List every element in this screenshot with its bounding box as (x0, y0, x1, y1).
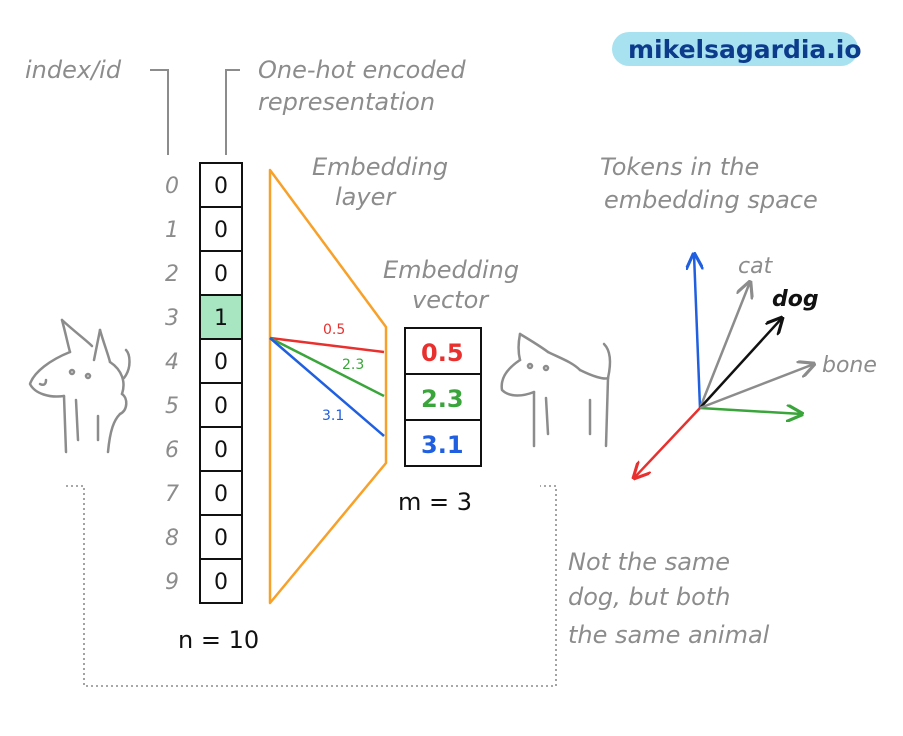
one-hot-value: 0 (214, 570, 228, 595)
embedding-vector: 0.5 2.3 3.1 (404, 327, 482, 467)
token-dog: dog (772, 287, 819, 312)
same-animal-bracket (66, 485, 557, 687)
one-hot-vector: 0 0 0 1 0 0 0 0 0 0 (199, 162, 243, 604)
dog-sketch-left (28, 318, 131, 454)
token-cat: cat (738, 254, 774, 279)
vector-value: 2.3 (421, 385, 464, 413)
one-hot-value: 0 (214, 174, 228, 199)
axis-green (699, 408, 802, 414)
one-hot-value: 0 (214, 526, 228, 551)
vector-cat (698, 282, 750, 409)
token-bone: bone (822, 353, 877, 378)
tokens-label-1: Tokens in the (600, 153, 759, 181)
weight-line-green (269, 336, 385, 398)
index-number: 4 (165, 350, 179, 375)
brand-text: mikelsagardia.io (628, 35, 862, 64)
vector-dog (699, 318, 782, 409)
index-number: 1 (165, 218, 179, 243)
vector-bone (699, 364, 814, 410)
weight-line-blue (269, 337, 385, 437)
one-hot-label-1: One-hot encoded (258, 56, 466, 84)
one-hot-value: 0 (214, 218, 228, 243)
embedding-vector-label-1: Embedding (383, 256, 519, 284)
embedding-layer-label-1: Embedding (312, 153, 448, 181)
index-number: 5 (165, 394, 179, 419)
vector-value: 0.5 (421, 339, 464, 367)
weight-line-red (269, 336, 385, 354)
index-number: 2 (165, 262, 179, 287)
embedding-layer-label-2: layer (335, 183, 397, 211)
weight-label-2: 3.1 (322, 408, 344, 424)
axis-blue (694, 254, 700, 409)
index-number: 9 (165, 570, 179, 595)
embedding-layer-shape (268, 168, 388, 605)
note-line-1: Not the same (568, 548, 730, 576)
embedding-vector-label-2: vector (412, 286, 490, 314)
one-hot-value: 0 (214, 262, 228, 287)
index-number: 8 (165, 526, 179, 551)
dog-sketch-right (500, 332, 612, 448)
note-line-3: the same animal (568, 621, 770, 649)
weight-label-1: 2.3 (342, 357, 364, 373)
one-hot-value: 0 (214, 438, 228, 463)
index-number: 0 (165, 174, 179, 199)
index-number: 6 (165, 438, 179, 463)
one-hot-value: 1 (214, 306, 228, 331)
one-hot-value: 0 (214, 394, 228, 419)
n-label: n = 10 (178, 626, 259, 654)
index-number: 7 (165, 482, 179, 507)
one-hot-bracket (225, 69, 240, 155)
index-bracket (150, 69, 169, 155)
one-hot-label-2: representation (258, 88, 435, 116)
note-line-2: dog, but both (568, 583, 730, 611)
brand-badge (612, 32, 858, 66)
one-hot-cell (199, 558, 243, 604)
one-hot-value: 0 (214, 482, 228, 507)
index-number: 3 (165, 306, 179, 331)
one-hot-value: 0 (214, 350, 228, 375)
m-label: m = 3 (398, 488, 472, 516)
index-id-label: index/id (25, 56, 122, 84)
vector-value: 3.1 (421, 431, 464, 459)
index-column: 0 1 2 3 4 5 6 7 8 9 (165, 174, 179, 595)
vector-cell (404, 419, 482, 467)
axis-red (634, 407, 701, 478)
tokens-label-2: embedding space (604, 186, 818, 214)
weight-label-0: 0.5 (323, 322, 345, 338)
